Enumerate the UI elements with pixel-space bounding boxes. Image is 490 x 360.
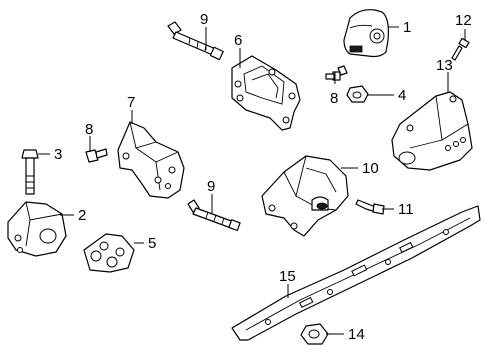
callout-6: 6 (234, 32, 242, 49)
part-engine-mount-1 (343, 9, 389, 58)
callout-10: 10 (362, 160, 379, 177)
part-long-bolt-9-top (167, 21, 224, 61)
callout-14: 12 (455, 12, 472, 29)
part-bracket-13 (391, 91, 473, 171)
callout-9-bottom: 9 (207, 178, 215, 195)
part-bracket-7 (117, 121, 185, 199)
callout-labels: 1 12 9 6 8 4 13 7 8 3 10 9 11 2 5 15 14 (54, 11, 472, 343)
part-nut-4 (346, 85, 369, 103)
part-bolt-14 (451, 37, 470, 61)
part-bolt-11 (355, 199, 385, 215)
part-bolt-8-top (325, 65, 348, 81)
part-bolt-8-left (85, 148, 108, 163)
part-bracket-5 (83, 233, 135, 273)
part-engine-mount-2 (7, 201, 67, 257)
part-nut-12 (300, 323, 329, 345)
part-engine-mount-10 (261, 155, 349, 237)
callout-7: 7 (127, 94, 135, 111)
callout-11: 11 (398, 201, 414, 218)
part-bracket-6 (231, 55, 301, 131)
part-crossmember-15 (231, 205, 481, 341)
callout-9-top: 9 (200, 11, 208, 28)
part-bolt-3 (21, 149, 39, 195)
leader-lines (38, 26, 466, 335)
callout-4: 4 (398, 87, 406, 104)
callout-1: 1 (403, 19, 411, 36)
part-long-bolt-9-bottom (187, 199, 241, 232)
callout-3: 3 (54, 146, 62, 163)
callout-13: 13 (436, 57, 453, 74)
callout-2: 2 (78, 207, 86, 224)
callout-5: 5 (148, 235, 156, 252)
callout-8-left: 8 (85, 121, 93, 138)
callout-12: 14 (348, 326, 365, 343)
callout-15: 15 (279, 268, 296, 285)
callout-8-top: 8 (330, 90, 338, 107)
